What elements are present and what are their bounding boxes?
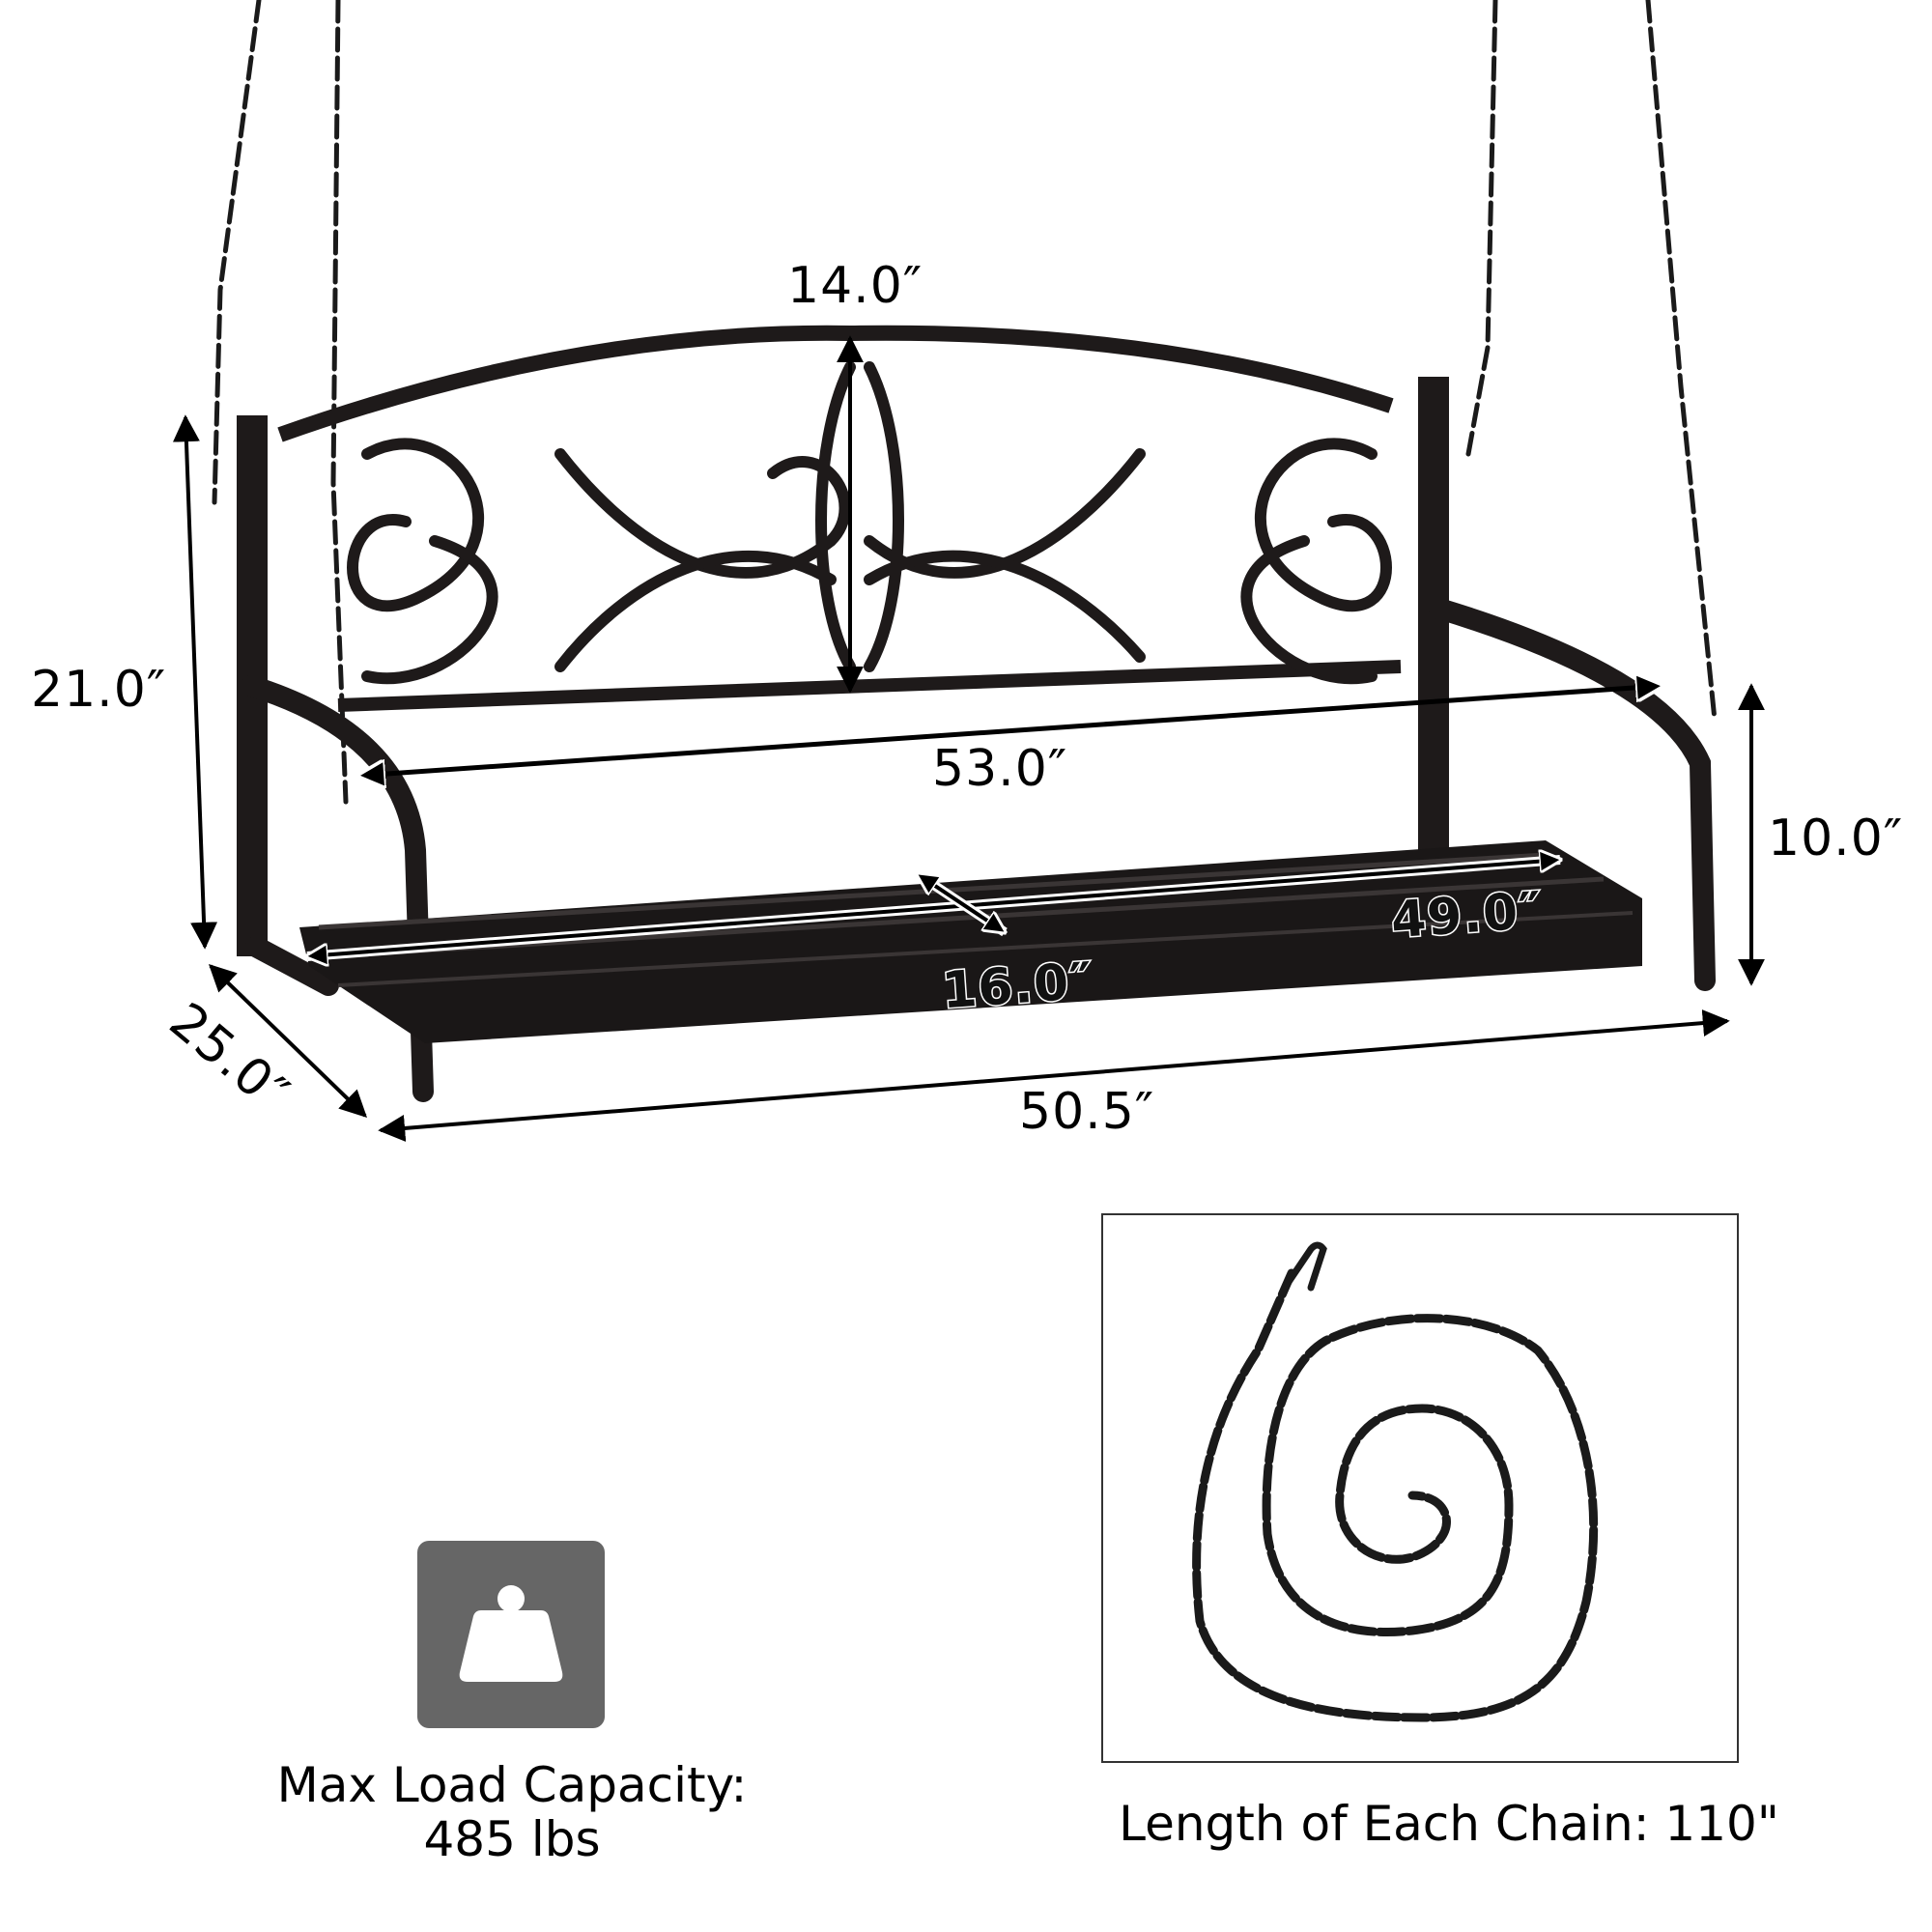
dim-seat-width-label: 49.0″ bbox=[1388, 880, 1546, 952]
weight-icon bbox=[417, 1541, 605, 1728]
load-capacity-title: Max Load Capacity: bbox=[276, 1757, 748, 1813]
chain-photo-frame bbox=[1101, 1213, 1739, 1763]
dim-armrest-span-label: 53.0″ bbox=[932, 740, 1068, 798]
chain-photo bbox=[1192, 1241, 1599, 1722]
dimension-arrows bbox=[172, 335, 1765, 1142]
load-capacity-label: Max Load Capacity: 485 lbs bbox=[222, 1758, 802, 1866]
chain-length-label: Length of Each Chain: 110" bbox=[1119, 1796, 1779, 1852]
dim-backrest-height-label: 14.0″ bbox=[787, 257, 923, 315]
load-capacity-value: 485 lbs bbox=[423, 1811, 601, 1867]
dim-overall-width-label: 50.5″ bbox=[1019, 1083, 1155, 1141]
dim-arm-height-label: 10.0″ bbox=[1768, 810, 1904, 867]
dim-total-height-label: 21.0″ bbox=[31, 661, 167, 719]
dim-seat-depth-label: 16.0″ bbox=[939, 951, 1096, 1022]
seat-dimension-arrows bbox=[307, 860, 1560, 956]
